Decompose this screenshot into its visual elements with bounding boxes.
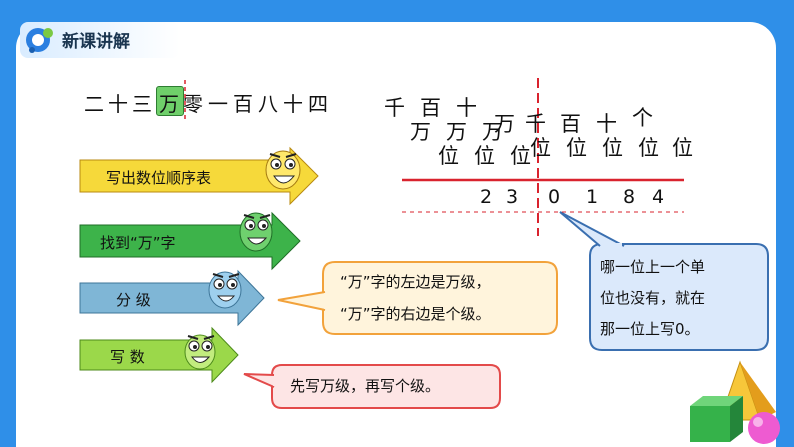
step-label-2: 找到“万”字: [100, 234, 176, 252]
header-char: 千: [384, 96, 405, 120]
step-label-4: 写 数: [110, 348, 145, 366]
bubble-levels-line2: “万”字的右边是个级。: [340, 305, 491, 323]
bubble-zero-line3: 那一位上写0。: [600, 320, 700, 338]
sub-char: 万: [482, 120, 503, 144]
pos-char: 位: [510, 144, 531, 168]
slide-logo-icon: [26, 28, 53, 53]
header-char: 百: [420, 96, 441, 120]
step-arrow-4: [79, 326, 239, 384]
pos-char: 位: [474, 144, 495, 168]
bubble-write-text: 先写万级，再写个级。: [290, 377, 441, 395]
bubble-levels-shape: [277, 261, 558, 335]
page-title: 新课讲解: [62, 32, 130, 52]
reading-char: 二: [84, 92, 104, 116]
bubble-zero-shape: [559, 211, 769, 351]
pos-char: 位: [530, 136, 551, 160]
reading-char: 三: [132, 92, 152, 116]
reading-char: 一: [208, 92, 228, 116]
pos-char: 位: [438, 144, 459, 168]
header-char: 百: [560, 112, 581, 136]
step-arrow-1: [79, 146, 319, 206]
pos-char: 位: [602, 136, 623, 160]
shapes-decoration-icon: [690, 360, 780, 444]
header-char: 千: [525, 112, 546, 136]
wan-highlight-box: [156, 86, 184, 116]
reading-char: 十: [108, 92, 128, 116]
bubble-zero-line2: 位也没有，就在: [600, 289, 706, 307]
reading-char: 八: [258, 92, 278, 116]
header-char: 十: [456, 96, 477, 120]
reading-char: 十: [283, 92, 303, 116]
header-char: 十: [596, 112, 617, 136]
sub-char: 万: [446, 120, 467, 144]
sub-char: 万: [410, 120, 431, 144]
digit: 0: [548, 186, 561, 208]
header-char: 万: [494, 112, 515, 136]
digit: 3: [506, 186, 519, 208]
pos-char: 位: [566, 136, 587, 160]
digit: 1: [586, 186, 599, 208]
digit: 4: [652, 186, 665, 208]
reading-char: 四: [308, 92, 328, 116]
reading-char: 零: [183, 92, 203, 116]
bubble-levels-line1: “万”字的左边是万级，: [340, 273, 491, 291]
bubble-zero-line1: 哪一位上一个单: [600, 258, 706, 276]
reading-char: 百: [233, 92, 253, 116]
step-label-1: 写出数位顺序表: [106, 169, 212, 187]
pos-char: 位: [638, 136, 659, 160]
step-arrow-2: [79, 211, 301, 271]
header-char: 个: [632, 106, 653, 130]
reading-char-wan: 万: [159, 92, 179, 116]
step-arrow-3: [79, 269, 265, 327]
pos-char: 位: [672, 136, 693, 160]
digit: 2: [480, 186, 493, 208]
step-label-3: 分 级: [116, 291, 151, 309]
bubble-write-shape: [243, 364, 501, 409]
digit: 8: [623, 186, 636, 208]
